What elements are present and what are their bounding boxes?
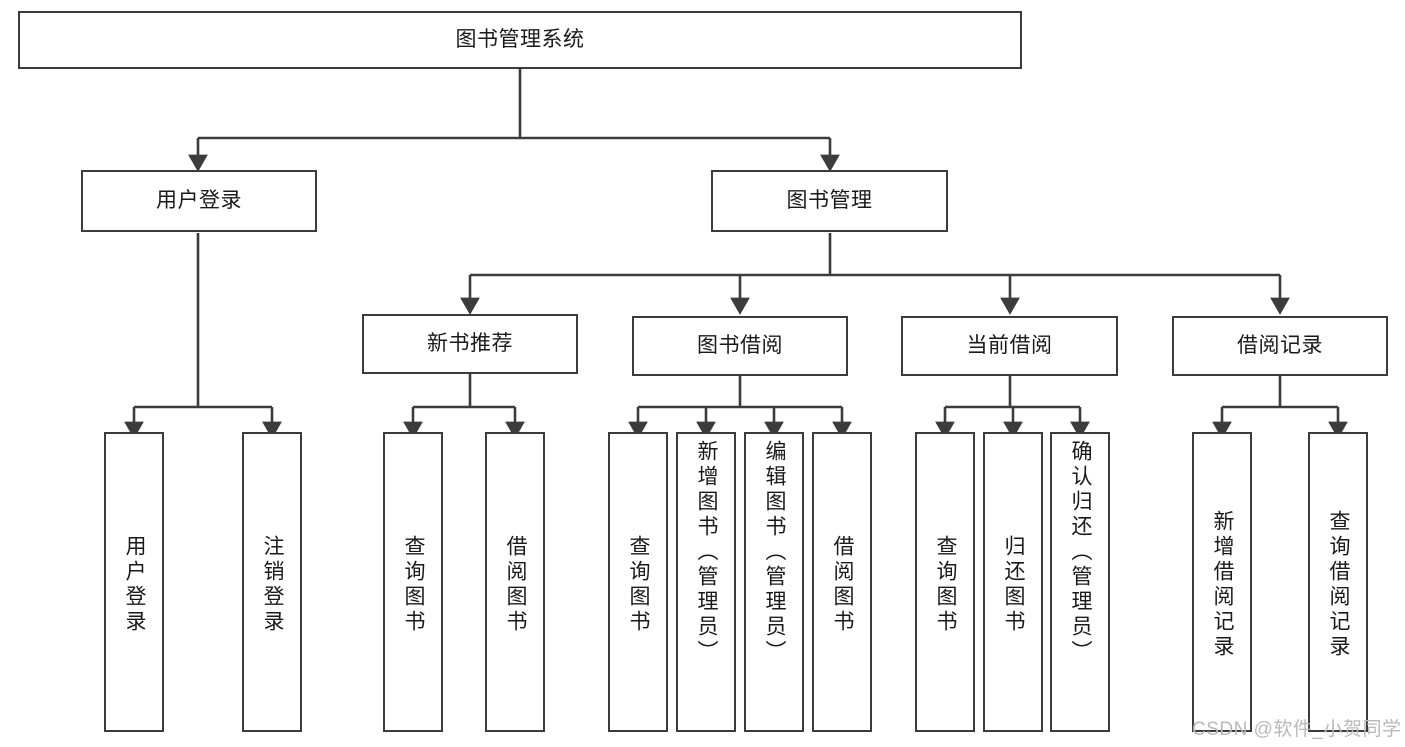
leaf-borrow-edit-book[interactable]: 编辑图书（管理员） xyxy=(744,432,804,732)
node-root[interactable]: 图书管理系统 xyxy=(18,11,1022,69)
node-borrow-record-label: 借阅记录 xyxy=(1237,334,1323,358)
leaf-user-login-logout[interactable]: 注销登录 xyxy=(242,432,302,732)
node-book-management-label: 图书管理 xyxy=(786,189,873,213)
leaf-current-confirm-return-label: 确认归还（管理员） xyxy=(1069,440,1093,665)
node-book-borrow[interactable]: 图书借阅 xyxy=(632,316,848,376)
leaf-new-book-borrow[interactable]: 借阅图书 xyxy=(485,432,545,732)
leaf-borrow-query-book[interactable]: 查询图书 xyxy=(608,432,668,732)
leaf-borrow-edit-book-label: 编辑图书（管理员） xyxy=(763,440,787,665)
leaf-borrow-add-book[interactable]: 新增图书（管理员） xyxy=(676,432,736,732)
leaf-borrow-borrow-book[interactable]: 借阅图书 xyxy=(812,432,872,732)
leaf-record-query-label: 查询借阅记录 xyxy=(1327,510,1351,660)
leaf-current-query-book-label: 查询图书 xyxy=(934,535,958,635)
leaf-borrow-query-book-label: 查询图书 xyxy=(627,535,651,635)
leaf-record-add-label: 新增借阅记录 xyxy=(1211,510,1235,660)
node-new-book-recommend[interactable]: 新书推荐 xyxy=(362,314,578,374)
leaf-current-query-book[interactable]: 查询图书 xyxy=(915,432,975,732)
leaf-current-return-book[interactable]: 归还图书 xyxy=(983,432,1043,732)
leaf-record-query[interactable]: 查询借阅记录 xyxy=(1308,432,1368,732)
node-current-borrow[interactable]: 当前借阅 xyxy=(901,316,1118,376)
leaf-new-book-borrow-label: 借阅图书 xyxy=(504,535,528,635)
node-borrow-record[interactable]: 借阅记录 xyxy=(1172,316,1388,376)
node-book-borrow-label: 图书借阅 xyxy=(697,334,783,358)
node-new-book-recommend-label: 新书推荐 xyxy=(427,332,513,356)
leaf-borrow-borrow-book-label: 借阅图书 xyxy=(831,535,855,635)
leaf-user-login-login[interactable]: 用户登录 xyxy=(104,432,164,732)
node-current-borrow-label: 当前借阅 xyxy=(966,334,1053,358)
node-user-login[interactable]: 用户登录 xyxy=(81,170,317,232)
leaf-record-add[interactable]: 新增借阅记录 xyxy=(1192,432,1252,732)
leaf-user-login-login-label: 用户登录 xyxy=(123,535,147,635)
leaf-new-book-query-label: 查询图书 xyxy=(402,535,426,635)
leaf-borrow-add-book-label: 新增图书（管理员） xyxy=(695,440,719,665)
leaf-new-book-query[interactable]: 查询图书 xyxy=(383,432,443,732)
leaf-current-confirm-return[interactable]: 确认归还（管理员） xyxy=(1050,432,1110,732)
node-user-login-label: 用户登录 xyxy=(156,189,242,213)
node-book-management[interactable]: 图书管理 xyxy=(711,170,948,232)
leaf-user-login-logout-label: 注销登录 xyxy=(261,535,285,635)
leaf-current-return-book-label: 归还图书 xyxy=(1002,535,1026,635)
node-root-label: 图书管理系统 xyxy=(455,28,585,52)
